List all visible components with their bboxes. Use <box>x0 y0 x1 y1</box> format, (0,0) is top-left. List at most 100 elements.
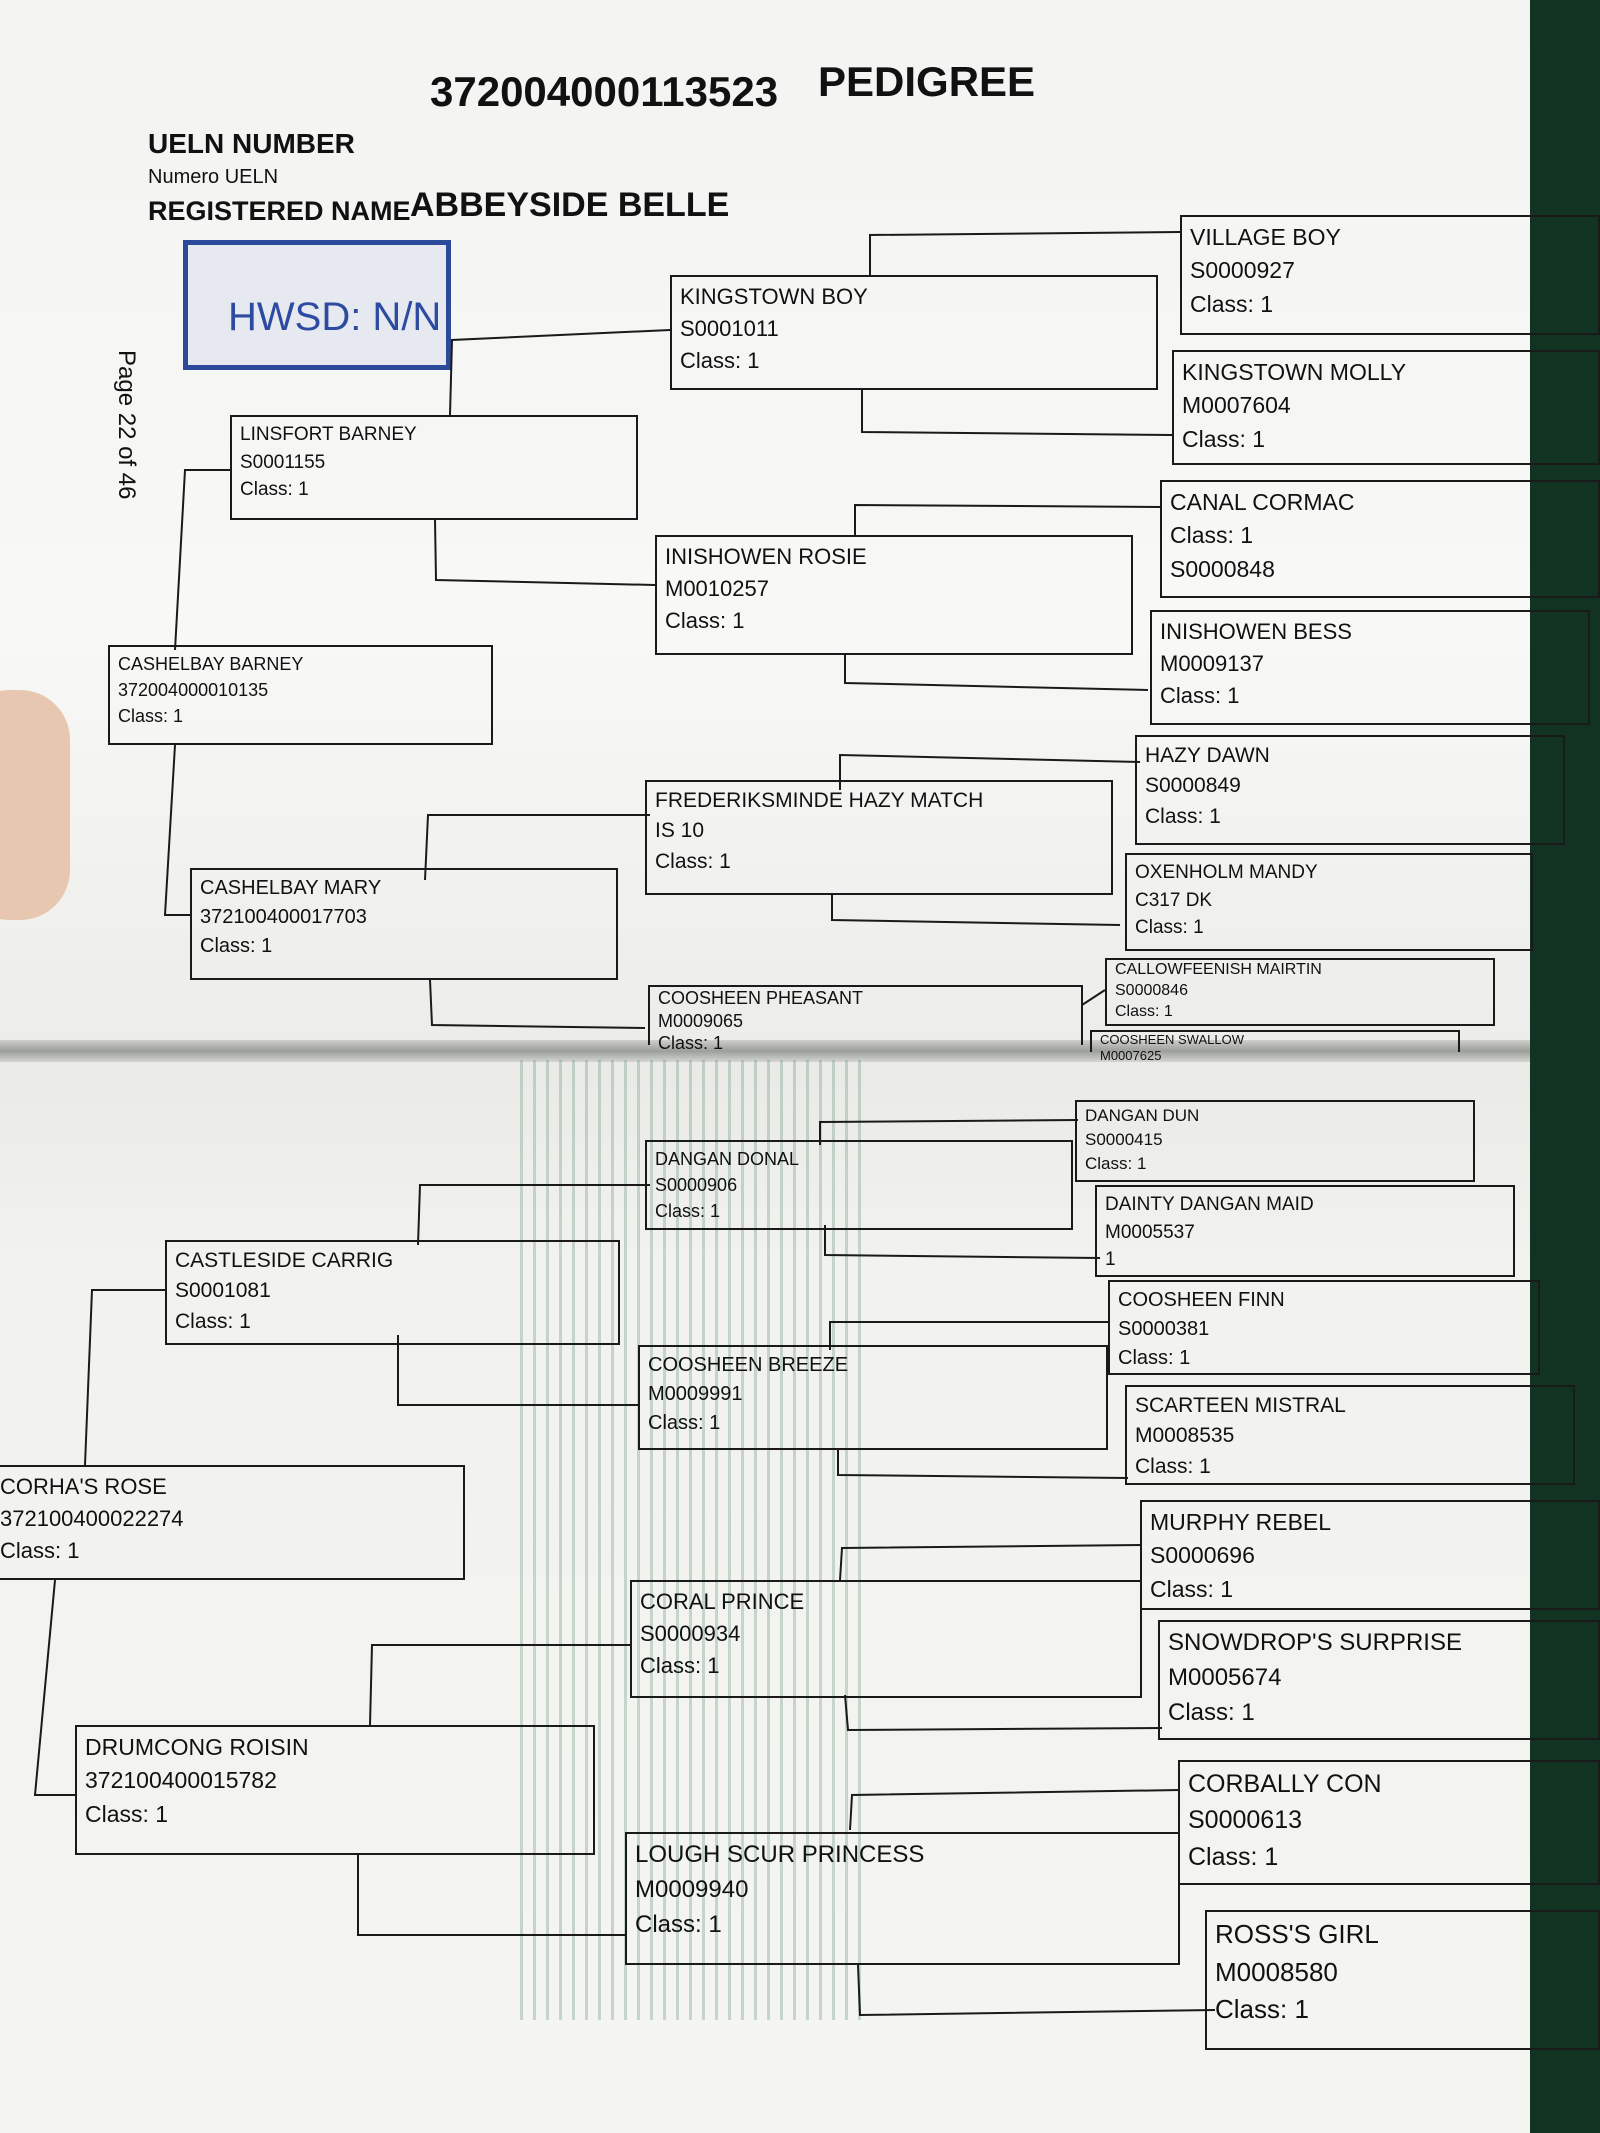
pedigree-box-ddd: LOUGH SCUR PRINCESS M0009940 Class: 1 <box>625 1832 1180 1965</box>
horse-name: KINGSTOWN MOLLY <box>1182 359 1407 385</box>
horse-id: S0001011 <box>680 315 779 341</box>
horse-name: COOSHEEN PHEASANT <box>658 988 864 1008</box>
horse-id: M0009991 <box>648 1383 743 1405</box>
horse-class: Class: 1 <box>0 1537 80 1563</box>
horse-class: Class: 1 <box>1145 804 1221 828</box>
pedigree-box-dg7: CORBALLY CON S0000613 Class: 1 <box>1178 1760 1600 1885</box>
horse-name: LOUGH SCUR PRINCESS <box>635 1841 925 1868</box>
horse-id: S0000849 <box>1145 774 1241 798</box>
horse-class: Class: 1 <box>85 1800 169 1827</box>
horse-id: M0009065 <box>658 1010 744 1031</box>
pedigree-box-g5: HAZY DAWN S0000849 Class: 1 <box>1135 735 1565 845</box>
horse-id: M0009940 <box>635 1875 749 1903</box>
horse-class: Class: 1 <box>1188 1842 1279 1871</box>
horse-name: ROSS'S GIRL <box>1215 1919 1379 1949</box>
horse-id: S0000848 <box>1170 555 1275 582</box>
pedigree-page-top <box>0 0 1600 1050</box>
horse-id: S0001155 <box>240 451 326 473</box>
horse-id: 372100400015782 <box>85 1767 277 1794</box>
ueln-sub-label: Numero UELN <box>148 166 279 188</box>
horse-id: M0007604 <box>1182 392 1291 419</box>
horse-class: Class: 1 <box>1085 1153 1147 1173</box>
pedigree-box-g8: COOSHEEN SWALLOW M0007625 <box>1090 1030 1460 1063</box>
horse-class: 1 <box>1105 1249 1116 1271</box>
pedigree-box-dam: CORHA'S ROSE 372100400022274 Class: 1 <box>0 1465 465 1580</box>
horse-id: S0001081 <box>175 1279 271 1303</box>
horse-id: M0007625 <box>1100 1047 1162 1063</box>
pedigree-box-sire-sire: LINSFORT BARNEY S0001155 Class: 1 <box>230 415 638 520</box>
thumb <box>0 690 70 920</box>
horse-class: Class: 1 <box>1190 290 1274 317</box>
horse-id: M0008580 <box>1215 1956 1338 1987</box>
pedigree-page-bottom <box>0 1052 1600 2133</box>
horse-name: MURPHY REBEL <box>1150 1509 1332 1535</box>
horse-class: Class: 1 <box>1150 1575 1234 1602</box>
horse-class: Class: 1 <box>658 1033 724 1053</box>
horse-name: COOSHEEN FINN <box>1118 1289 1285 1311</box>
horse-id: M0010257 <box>665 575 769 601</box>
horse-id: S0000934 <box>640 1620 741 1646</box>
horse-name: CASTLESIDE CARRIG <box>175 1249 394 1272</box>
pedigree-box-dam-sire: CASTLESIDE CARRIG S0001081 Class: 1 <box>165 1240 620 1345</box>
hwsd-stamp-text: HWSD: N/N <box>228 295 442 339</box>
pedigree-box-g2: KINGSTOWN MOLLY M0007604 Class: 1 <box>1172 350 1600 465</box>
horse-name: INISHOWEN BESS <box>1160 619 1352 644</box>
horse-id: IS 10 <box>655 819 705 843</box>
registered-name: ABBEYSIDE BELLE <box>410 186 730 224</box>
horse-class: Class: 1 <box>1168 1698 1255 1726</box>
pedigree-box-g1: VILLAGE BOY S0000927 Class: 1 <box>1180 215 1600 335</box>
horse-class: Class: 1 <box>1135 1454 1211 1478</box>
pedigree-box-dg5: MURPHY REBEL S0000696 Class: 1 <box>1140 1500 1600 1610</box>
pedigree-box-dg8: ROSS'S GIRL M0008580 Class: 1 <box>1205 1910 1600 2050</box>
horse-class: Class: 1 <box>640 1652 720 1678</box>
pedigree-box-g3: CANAL CORMAC Class: 1 S0000848 <box>1160 480 1600 598</box>
registered-name-label: REGISTERED NAME <box>148 196 411 226</box>
horse-class: Class: 1 <box>680 347 760 373</box>
book-cover-edge <box>1530 0 1600 2133</box>
pedigree-box-g4: INISHOWEN BESS M0009137 Class: 1 <box>1150 610 1590 725</box>
horse-name: CORHA'S ROSE <box>0 1474 167 1499</box>
horse-name: VILLAGE BOY <box>1190 224 1341 250</box>
horse-name: DRUMCONG ROISIN <box>85 1734 309 1760</box>
horse-class: Class: 1 <box>240 479 309 501</box>
hwsd-stamp: HWSD: N/N <box>183 240 451 370</box>
horse-name: INISHOWEN ROSIE <box>665 544 867 569</box>
book-spine <box>0 1040 1600 1062</box>
horse-class: Class: 1 <box>1215 1994 1309 2025</box>
pedigree-box-sss: KINGSTOWN BOY S0001011 Class: 1 <box>670 275 1158 390</box>
horse-class: Class: 1 <box>665 607 745 633</box>
horse-id: S0000415 <box>1085 1129 1163 1149</box>
horse-id: C317 DK <box>1135 889 1213 911</box>
horse-class: Class: 1 <box>1170 522 1254 549</box>
horse-class: Class: 1 <box>118 706 184 727</box>
pedigree-box-sdd: COOSHEEN PHEASANT M0009065 Class: 1 <box>648 985 1083 1053</box>
horse-name: CASHELBAY BARNEY <box>118 654 304 674</box>
horse-name: COOSHEEN BREEZE <box>648 1354 849 1376</box>
ueln-number: 372004000113523 <box>430 68 779 115</box>
horse-id: S0000696 <box>1150 1542 1255 1569</box>
horse-class: Class: 1 <box>648 1412 721 1434</box>
horse-class: Class: 1 <box>1135 917 1204 939</box>
horse-name: COOSHEEN SWALLOW <box>1100 1032 1244 1047</box>
horse-name: CALLOWFEENISH MAIRTIN <box>1115 961 1322 978</box>
horse-id: M0008535 <box>1135 1424 1235 1448</box>
horse-class: Class: 1 <box>635 1910 722 1938</box>
horse-name: KINGSTOWN BOY <box>680 284 868 309</box>
horse-name: SCARTEEN MISTRAL <box>1135 1394 1346 1417</box>
horse-class: Class: 1 <box>655 1201 721 1222</box>
pedigree-box-dg4: SCARTEEN MISTRAL M0008535 Class: 1 <box>1125 1385 1575 1485</box>
horse-id: S0000846 <box>1115 981 1188 999</box>
horse-name: CANAL CORMAC <box>1170 489 1355 515</box>
horse-name: OXENHOLM MANDY <box>1135 862 1318 883</box>
horse-name: CORAL PRINCE <box>640 1589 805 1614</box>
pedigree-box-dg2: DAINTY DANGAN MAID M0005537 1 <box>1095 1185 1515 1277</box>
pedigree-box-dg6: SNOWDROP'S SURPRISE M0005674 Class: 1 <box>1158 1620 1600 1740</box>
horse-name: SNOWDROP'S SURPRISE <box>1168 1629 1462 1656</box>
pedigree-box-dg3: COOSHEEN FINN S0000381 Class: 1 <box>1108 1280 1540 1375</box>
horse-id: 372100400017703 <box>200 906 367 928</box>
horse-name: DANGAN DONAL <box>655 1149 800 1169</box>
horse-id: M0009137 <box>1160 650 1264 676</box>
pedigree-box-g7: CALLOWFEENISH MAIRTIN S0000846 Class: 1 <box>1105 958 1495 1026</box>
horse-id: S0000927 <box>1190 257 1295 284</box>
horse-id: S0000381 <box>1118 1318 1210 1340</box>
